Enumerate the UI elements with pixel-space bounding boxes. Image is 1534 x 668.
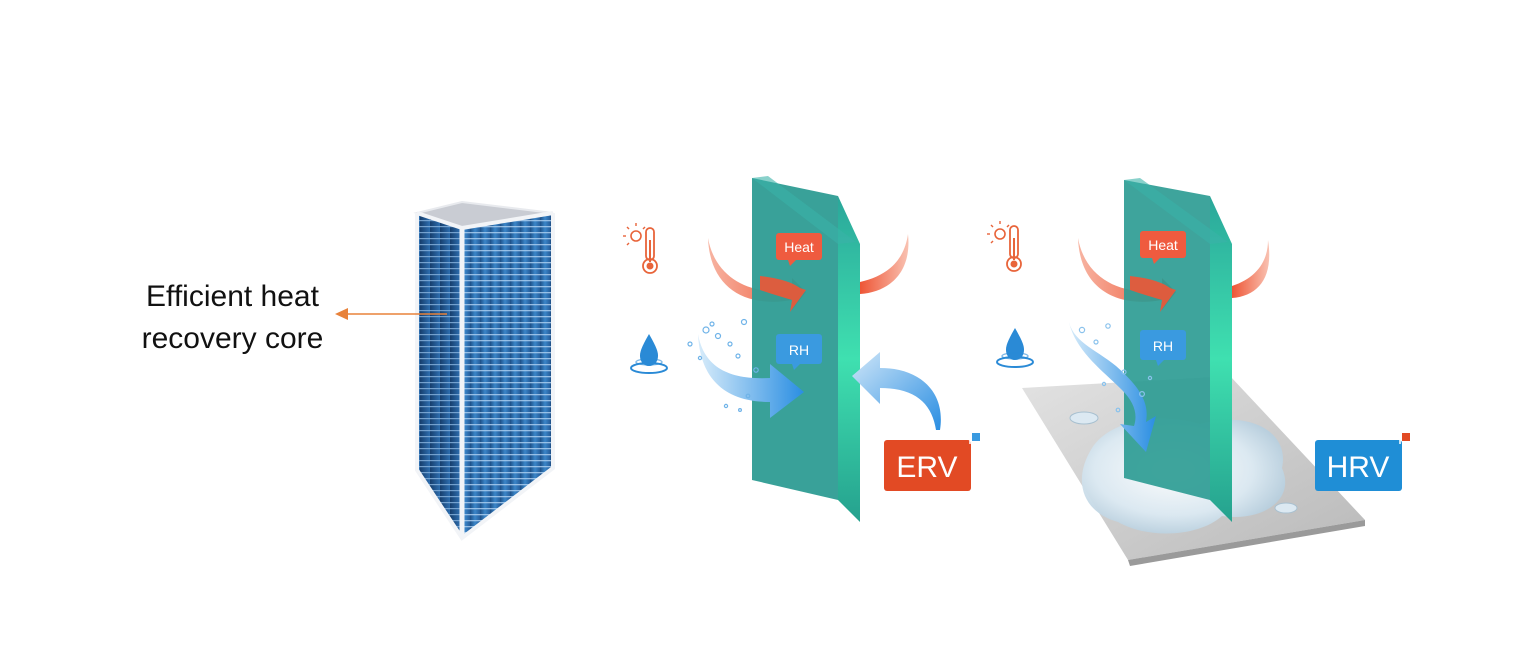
erv-diagram: Heat RH: [623, 176, 980, 522]
hrv-diagram: Heat RH: [987, 178, 1410, 566]
core-caption: Efficient heat recovery core: [110, 276, 355, 360]
water-drop-icon: [996, 328, 1034, 368]
hrv-heat-label: Heat: [1140, 231, 1186, 264]
hrv-panel-edge: [1210, 196, 1232, 522]
erv-heat-text: Heat: [784, 239, 814, 255]
water-drop-icon: [630, 334, 668, 374]
erv-badge: ERV: [884, 433, 980, 491]
heat-recovery-core: [413, 200, 555, 541]
hrv-rh-text: RH: [1153, 338, 1173, 354]
erv-moisture-arrow-back: [852, 352, 941, 430]
erv-heat-label: Heat: [776, 233, 822, 266]
core-caption-line2: recovery core: [141, 322, 324, 355]
hrv-heat-arrow-out: [1232, 240, 1270, 298]
erv-panel-edge: [838, 196, 860, 522]
erv-heat-arrow-out: [860, 234, 909, 294]
erv-rh-text: RH: [789, 342, 809, 358]
hrv-badge: HRV: [1315, 433, 1410, 491]
hrv-bubbles: [1078, 323, 1153, 413]
erv-badge-text: ERV: [896, 451, 957, 484]
thermometer-sun-icon: [623, 223, 658, 274]
hrv-moisture-arrow: [1068, 318, 1156, 452]
hrv-heat-text: Heat: [1148, 237, 1178, 253]
core-pointer-arrow: [335, 308, 447, 320]
thermometer-sun-icon: [987, 221, 1022, 272]
hrv-rh-label: RH: [1140, 330, 1186, 366]
hrv-badge-text: HRV: [1327, 451, 1390, 484]
erv-rh-label: RH: [776, 334, 822, 370]
erv-bubbles: [687, 318, 759, 413]
core-caption-line1: Efficient heat: [146, 280, 319, 313]
erv-moisture-arrow-in: [698, 334, 804, 418]
